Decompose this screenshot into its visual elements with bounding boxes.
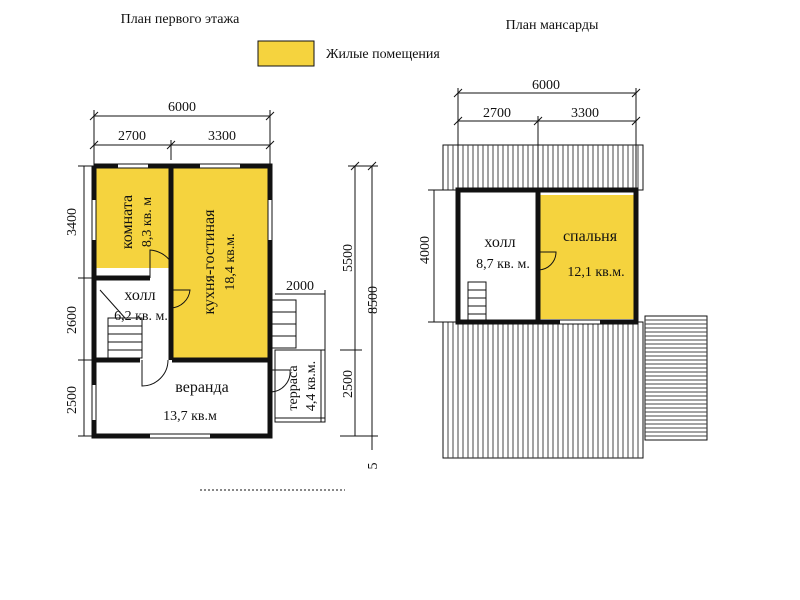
room-kitchen-living bbox=[172, 168, 268, 360]
door-bedroom bbox=[537, 251, 557, 271]
windows-first-floor bbox=[92, 164, 272, 438]
room-kitchen-name: кухня-гостиная bbox=[201, 209, 218, 315]
attic-dim-2700: 2700 bbox=[483, 106, 511, 121]
dim-2500-left: 2500 bbox=[65, 386, 80, 414]
dim-3400: 3400 bbox=[65, 208, 80, 236]
dim-8500: 8500 bbox=[366, 286, 381, 314]
room-terrace-name: терраса bbox=[286, 365, 301, 411]
dim-3300: 3300 bbox=[208, 129, 236, 144]
legend-label: Жилые помещения bbox=[326, 47, 440, 62]
room-komnata-area: 8,3 кв. м bbox=[140, 197, 155, 247]
roof-top-lines bbox=[447, 145, 639, 190]
attic-dim-4000: 4000 bbox=[418, 236, 433, 264]
dim-2500-right: 2500 bbox=[341, 370, 356, 398]
stairs-first-floor bbox=[99, 289, 143, 359]
title-first-floor: План первого этажа bbox=[121, 12, 241, 27]
first-floor-dimensions bbox=[78, 110, 378, 450]
dim-2700: 2700 bbox=[118, 129, 146, 144]
room-hall-area: 6,2 кв. м. bbox=[114, 309, 168, 324]
attic-dim-3300: 3300 bbox=[571, 106, 599, 121]
dim-6000: 6000 bbox=[168, 100, 196, 115]
door-komnata bbox=[149, 249, 172, 278]
room-komnata-name: комната bbox=[119, 195, 136, 249]
room-hall-name: холл bbox=[124, 287, 155, 304]
door-kitchen bbox=[170, 289, 191, 309]
title-attic: План мансарды bbox=[506, 18, 599, 33]
attic-plan: 6000 2700 3300 4000 холл 8,7 кв. м. спал… bbox=[418, 78, 708, 459]
legend-swatch bbox=[257, 40, 315, 67]
porch-steps bbox=[270, 299, 297, 349]
attic-outer-wall bbox=[455, 187, 639, 325]
door-terrace bbox=[269, 369, 291, 393]
dim-5: 5 bbox=[366, 463, 381, 470]
dim-2600: 2600 bbox=[65, 306, 80, 334]
attic-bedroom-name: спальня bbox=[563, 228, 618, 245]
room-kitchen-area: 18,4 кв.м. bbox=[223, 233, 238, 290]
dim-5500: 5500 bbox=[341, 244, 356, 272]
room-bedroom bbox=[538, 195, 634, 319]
roof-side-lines bbox=[645, 319, 707, 437]
first-floor-plan: 6000 2700 3300 3400 2600 2500 5500 8500 … bbox=[65, 100, 381, 491]
stairs-attic bbox=[467, 281, 487, 321]
dim-2000: 2000 bbox=[286, 279, 314, 294]
room-veranda-area: 13,7 кв.м bbox=[163, 409, 217, 424]
door-veranda bbox=[141, 359, 169, 387]
room-veranda-name: веранда bbox=[175, 379, 228, 396]
attic-hall-name: холл bbox=[484, 234, 515, 251]
attic-bedroom-area: 12,1 кв.м. bbox=[567, 265, 624, 280]
attic-dim-6000: 6000 bbox=[532, 78, 560, 93]
roof-bottom-lines bbox=[447, 322, 639, 458]
room-terrace-area: 4,4 кв.м. bbox=[304, 361, 319, 411]
attic-hall-area: 8,7 кв. м. bbox=[476, 257, 530, 272]
roof-side bbox=[644, 315, 708, 441]
terrace-outline bbox=[274, 349, 326, 423]
